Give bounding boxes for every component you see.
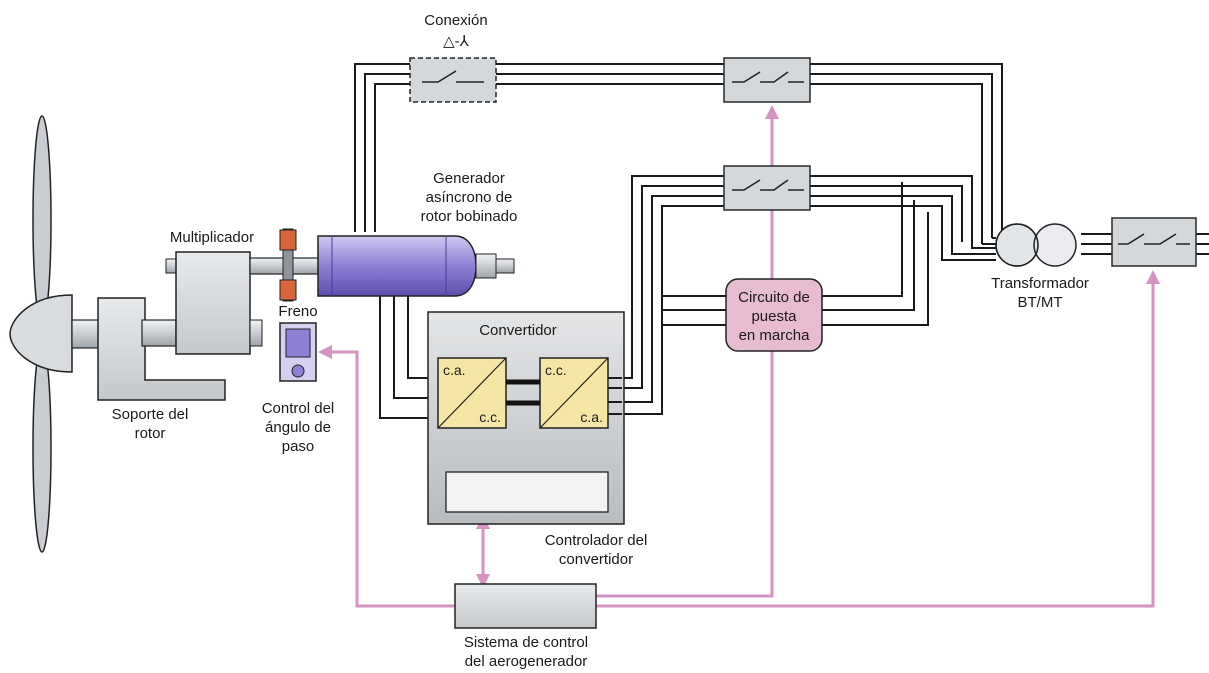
label-soporte-2: rotor — [135, 425, 166, 442]
stator-breaker-box — [723, 57, 811, 103]
label-control-angulo-3: paso — [282, 438, 315, 455]
label-circuito-1: Circuito de — [738, 289, 810, 306]
label-generador-3: rotor bobinado — [421, 208, 518, 225]
turbine-rotor — [9, 115, 103, 553]
stator-bus — [354, 63, 1003, 245]
label-sistema-2: del aerogenerador — [465, 653, 588, 670]
label-control-angulo-2: ángulo de — [265, 419, 331, 436]
label-ca-out: c.a. — [580, 409, 603, 425]
label-controlador-2: convertidor — [559, 551, 633, 568]
label-generador-2: asíncrono de — [426, 189, 513, 206]
gearbox — [165, 251, 263, 355]
output-breaker-box — [1111, 217, 1197, 267]
hub-shaft — [71, 319, 103, 349]
label-control-angulo-1: Control del — [262, 400, 335, 417]
label-cc-out: c.c. — [545, 362, 567, 378]
converter-breaker-box — [723, 165, 811, 211]
rectifier-cell — [437, 357, 507, 429]
startup-circuit-wires — [662, 182, 929, 326]
blade-top — [32, 115, 52, 325]
label-freno: Freno — [278, 303, 317, 320]
label-sistema-1: Sistema de control — [464, 634, 588, 651]
label-circuito-2: puesta — [751, 308, 797, 325]
inverter-cell — [539, 357, 609, 429]
label-circuito-3: en marcha — [739, 327, 811, 344]
label-cc-in: c.c. — [479, 409, 501, 425]
low-speed-shaft — [141, 319, 177, 347]
label-ca-in: c.a. — [443, 362, 466, 378]
pitch-control-unit — [279, 322, 317, 382]
startup-circuit-box — [725, 278, 823, 352]
label-transformador-1: Transformador — [991, 275, 1089, 292]
label-multiplicador: Multiplicador — [170, 229, 254, 246]
label-soporte-1: Soporte del — [112, 406, 189, 423]
brake — [279, 228, 297, 302]
label-convertidor: Convertidor — [479, 322, 557, 339]
rotor-support — [97, 297, 226, 401]
turbine-control-system-box — [454, 583, 597, 629]
label-conexion: Conexión — [424, 12, 487, 29]
hub-nose — [9, 294, 73, 373]
label-generador-1: Generador — [433, 170, 505, 187]
transformer-output-bus — [1081, 233, 1209, 255]
converter-output-stubs — [608, 377, 622, 415]
delta-star-switch-box — [409, 57, 497, 103]
control-lines — [318, 105, 1160, 608]
converter-controller-box — [445, 471, 609, 513]
label-transformador-2: BT/MT — [1018, 294, 1063, 311]
transformer — [995, 223, 1077, 267]
label-controlador-1: Controlador del — [545, 532, 648, 549]
label-conexion-symbol: △-⅄ — [443, 33, 470, 50]
dc-link — [506, 379, 540, 406]
generator — [317, 235, 515, 297]
blade-bottom — [32, 343, 52, 553]
